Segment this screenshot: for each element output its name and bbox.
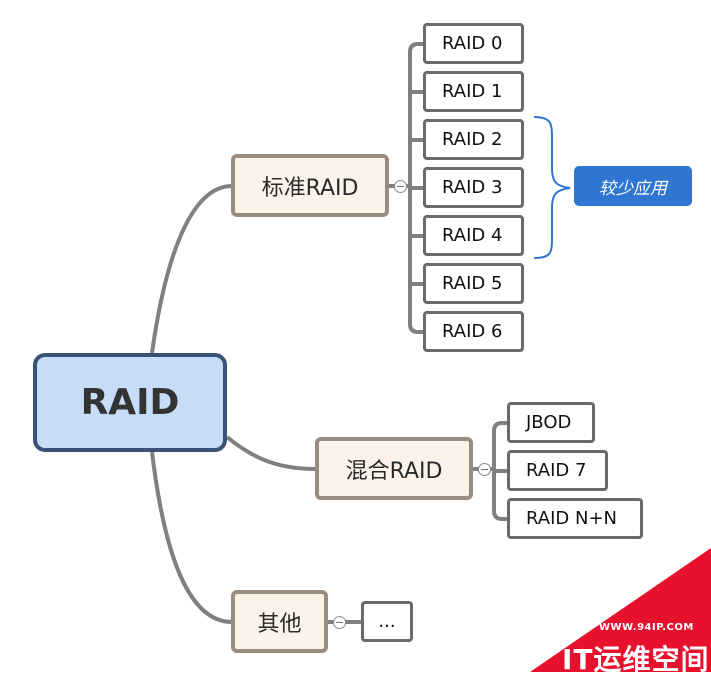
- leaf-label: RAID 1: [442, 81, 503, 102]
- leaf-label: RAID 5: [442, 273, 503, 294]
- leaf-label: RAID N+N: [526, 508, 617, 529]
- leaf-raid-0[interactable]: RAID 0: [423, 23, 524, 64]
- summary-note-label: 较少应用: [599, 178, 667, 199]
- leaf-label: RAID 6: [442, 321, 503, 342]
- branch-standard-raid[interactable]: 标准RAID: [231, 154, 389, 217]
- link-root-hybrid: [225, 435, 317, 471]
- leaf-jbod[interactable]: JBOD: [507, 402, 595, 443]
- branch-hybrid-raid[interactable]: 混合RAID: [315, 437, 473, 500]
- watermark-url: WWW.94IP.COM: [599, 622, 694, 633]
- leaf-raid-3[interactable]: RAID 3: [423, 167, 524, 208]
- collapse-toggle-hybrid[interactable]: [478, 463, 491, 476]
- collapse-toggle-standard[interactable]: [394, 180, 407, 193]
- leaf-raid-4[interactable]: RAID 4: [423, 215, 524, 256]
- link-root-other: [150, 451, 233, 624]
- leaf-label: RAID 7: [526, 460, 587, 481]
- summary-note[interactable]: 较少应用: [574, 166, 692, 206]
- summary-brace: [533, 116, 571, 259]
- leaf-ellipsis[interactable]: ...: [361, 601, 413, 642]
- collapse-toggle-other[interactable]: [333, 616, 346, 629]
- branch-label: 标准RAID: [261, 175, 359, 201]
- link-root-standard: [150, 184, 233, 354]
- leaf-label: RAID 0: [442, 33, 503, 54]
- leaf-raid-n-plus-n[interactable]: RAID N+N: [507, 498, 643, 539]
- branch-label: 混合RAID: [345, 458, 443, 484]
- leaf-label: ...: [378, 611, 396, 632]
- leaf-raid-1[interactable]: RAID 1: [423, 71, 524, 112]
- leaf-label: RAID 2: [442, 129, 503, 150]
- leaf-label: RAID 3: [442, 177, 503, 198]
- leaf-raid-6[interactable]: RAID 6: [423, 311, 524, 352]
- root-topic-label: RAID: [80, 382, 180, 423]
- leaf-raid-7[interactable]: RAID 7: [507, 450, 608, 491]
- leaf-label: JBOD: [526, 412, 572, 433]
- branch-label: 其他: [257, 611, 302, 637]
- watermark-text: IT运维空间: [562, 643, 710, 676]
- leaf-label: RAID 4: [442, 225, 503, 246]
- leaf-raid-5[interactable]: RAID 5: [423, 263, 524, 304]
- leaf-raid-2[interactable]: RAID 2: [423, 119, 524, 160]
- branch-other[interactable]: 其他: [231, 590, 328, 653]
- root-topic[interactable]: RAID: [33, 353, 227, 452]
